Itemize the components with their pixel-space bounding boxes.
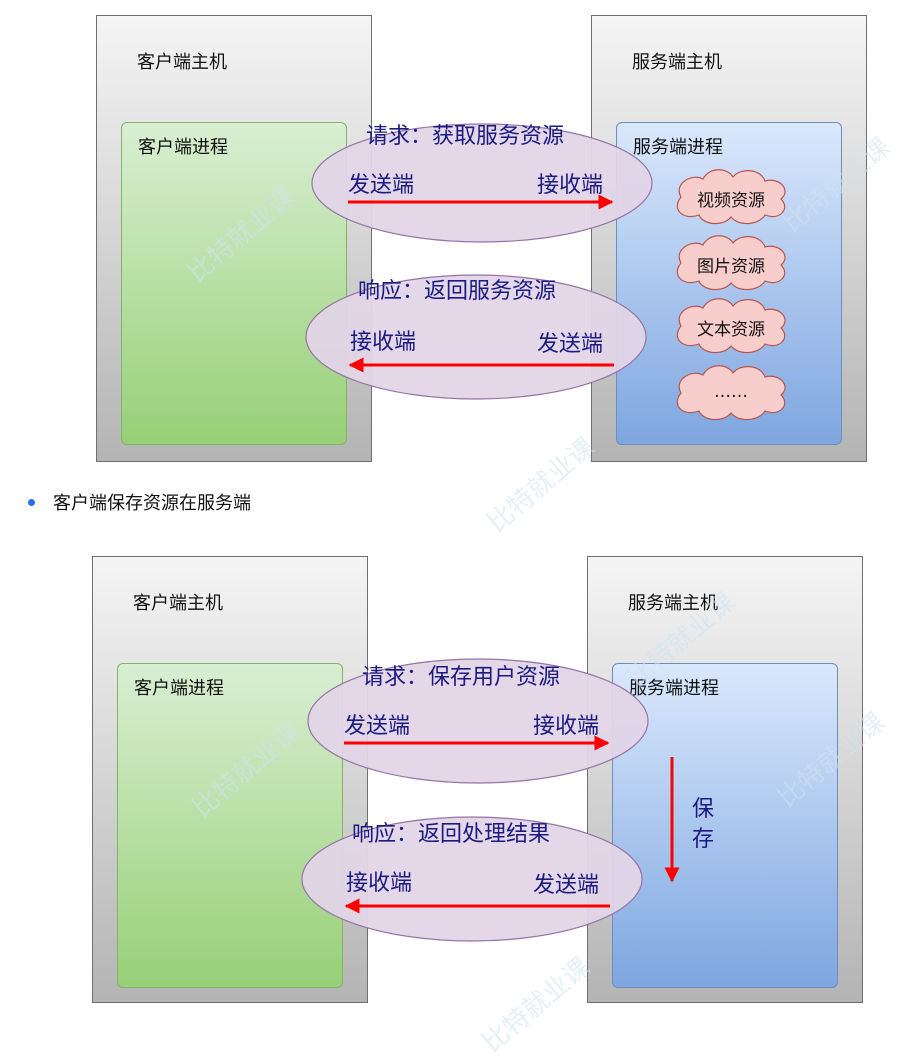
- response-ellipse: [305, 274, 647, 400]
- diagram2-shapes: [301, 658, 680, 942]
- server-host-box: 服务端主机 服务端进程: [587, 556, 863, 1003]
- server-host-label: 服务端主机: [632, 52, 722, 73]
- response-ellipse: [301, 816, 643, 942]
- client-process-box: 客户端进程: [121, 122, 347, 445]
- bullet-item: 客户端保存资源在服务端: [28, 489, 251, 515]
- cloud-image: [676, 235, 786, 291]
- response-title: 响应：返回处理结果: [352, 822, 551, 847]
- request-sender-label: 发送端: [344, 714, 411, 739]
- request-receiver-label: 接收端: [533, 714, 600, 739]
- response-sender-label: 发送端: [537, 332, 604, 357]
- client-process-label: 客户端进程: [138, 137, 228, 158]
- client-process-label: 客户端进程: [134, 678, 224, 699]
- cloud-text: [676, 298, 786, 354]
- client-host-box: 客户端主机 客户端进程: [96, 15, 372, 462]
- bullet-dot-icon: [28, 498, 35, 506]
- save-label-char-2: 存: [692, 827, 715, 852]
- cloud-more: [676, 365, 786, 421]
- request-receiver-label: 接收端: [537, 173, 604, 198]
- client-process-box: 客户端进程: [117, 663, 343, 988]
- client-host-label: 客户端主机: [137, 52, 227, 73]
- save-label-char-1: 保: [692, 797, 715, 822]
- response-sender-label: 发送端: [533, 873, 600, 898]
- resource-image-label: 图片资源: [697, 257, 765, 277]
- client-host-label: 客户端主机: [133, 593, 223, 614]
- server-process-label: 服务端进程: [633, 137, 723, 158]
- response-receiver-label: 接收端: [346, 871, 413, 896]
- request-title: 请求：保存用户资源: [362, 665, 561, 690]
- diagram-save-resource: 客户端主机 客户端进程 服务端主机 服务端进程 请求：保存用户资源 发送端 接收…: [0, 541, 910, 1011]
- diagram1-shapes: [305, 123, 786, 421]
- cloud-video: [676, 169, 786, 225]
- diagram-get-resource: 客户端主机 客户端进程 服务端主机 服务端进程: [0, 0, 910, 470]
- server-process-label: 服务端进程: [629, 678, 719, 699]
- resource-video-label: 视频资源: [697, 191, 765, 211]
- resource-more-label: ……: [714, 382, 748, 402]
- server-process-box: 服务端进程: [612, 663, 838, 988]
- request-title: 请求：获取服务资源: [366, 124, 565, 149]
- request-ellipse: [307, 658, 649, 784]
- response-receiver-label: 接收端: [350, 330, 417, 355]
- request-ellipse: [311, 123, 653, 243]
- server-host-label: 服务端主机: [628, 593, 718, 614]
- request-sender-label: 发送端: [348, 173, 415, 198]
- resource-text-label: 文本资源: [697, 320, 765, 340]
- response-title: 响应：返回服务资源: [358, 279, 557, 304]
- client-host-box: 客户端主机 客户端进程: [92, 556, 368, 1003]
- bullet-text: 客户端保存资源在服务端: [53, 493, 251, 514]
